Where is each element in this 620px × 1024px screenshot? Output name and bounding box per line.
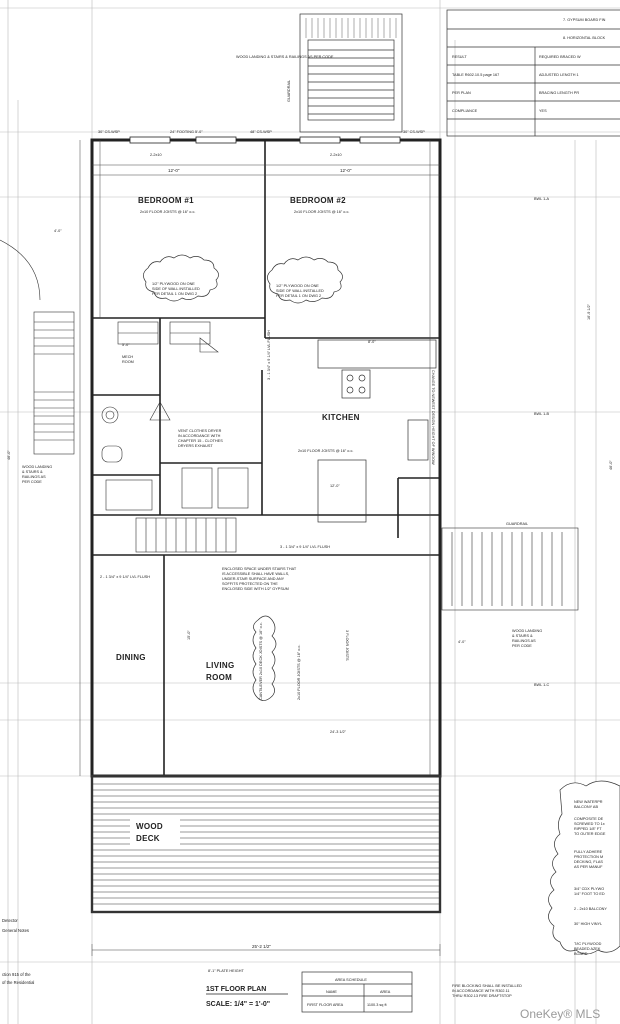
room-dining: DINING xyxy=(116,653,146,662)
area-row-name: FIRST FLOOR AREA xyxy=(307,1003,344,1007)
joist-bedroom-2: 2x10 FLOOR JOISTS @ 16" o.c. xyxy=(294,210,349,214)
table-row-1-right: 7. GYPSUM BOARD FIN xyxy=(563,18,606,22)
lvl-note-3: 2 - 1 3/4" x 9 1/4" LVL FLUSH xyxy=(100,575,150,579)
table-row-5-right: BRACING LENGTH PR xyxy=(539,91,579,95)
lvl-note-2: 3 - 1 3/4" x 9 1/4" LVL FLUSH xyxy=(280,545,330,549)
plan-title: 1ST FLOOR PLAN xyxy=(206,986,266,993)
dim-2-2x10-b: 2-2x10 xyxy=(330,153,342,157)
plate-height: 8'-1" PLATE HEIGHT xyxy=(208,969,244,973)
lvl-note-1: 3 - 1 3/4" x 9 1/4" LVL FLUSH xyxy=(267,330,271,380)
joist-kitchen: 2x10 FLOOR JOISTS @ 16" o.c. xyxy=(298,449,353,453)
residential-note: of the Residential xyxy=(2,980,34,985)
waterproof-note: NEW WATERPR BALCONY AB xyxy=(574,800,604,809)
smoke-note: Detector xyxy=(2,918,18,923)
dim-top-mid: 24" FOOTING 5'-0" xyxy=(170,130,203,134)
landing-top-note: WOOD LANDING & STAIRS & RAILINGS AS PER … xyxy=(236,55,334,59)
joist-living: 2x10 FLOOR JOISTS @ 16" o.c. xyxy=(297,645,301,700)
dim-top-left: 30" CS-WSP xyxy=(98,130,120,134)
dim-46-left: 46'-0" xyxy=(7,450,11,460)
dim-top-right: 48" CS-WSP xyxy=(250,130,272,134)
dim-12-b: 12'-0" xyxy=(340,168,352,173)
table-row-4-left: TABLE R602.10.5 page 167 xyxy=(452,73,499,77)
dim-24-3: 24'-3 1/2" xyxy=(330,730,347,734)
fire-blocking-note: FIRE BLOCKING SHALL BE INSTALLED IN ACCO… xyxy=(452,984,523,998)
bwl-c: BWL 1-C xyxy=(534,683,550,687)
dim-5-0: 5'-0" xyxy=(122,343,130,347)
exterior-walls xyxy=(90,138,442,778)
adhered-note: FULLY ADHERE PROTECTION M DECKING, FLAS … xyxy=(574,850,604,869)
table-row-5-left: PER PLAN xyxy=(452,91,471,95)
joist-bedroom-1: 2x10 FLOOR JOISTS @ 16" o.c. xyxy=(140,210,195,214)
room-living-2: ROOM xyxy=(206,673,232,682)
dim-8-0: 8'-0" xyxy=(368,340,376,344)
guardrail-top: GUARDRAIL xyxy=(287,80,291,102)
floor-joists-note: 3 FLOOR JOISTS xyxy=(345,630,349,661)
room-living: LIVING xyxy=(206,661,234,670)
area-schedule-table xyxy=(301,971,413,1013)
room-kitchen: KITCHEN xyxy=(322,413,360,422)
dim-4-0-left: 4'-0" xyxy=(54,229,62,233)
dim-4-0-right: 4'-0" xyxy=(458,640,466,644)
vinyl-note: 30" HIGH VINYL xyxy=(574,922,602,926)
dim-12-0-kitchen: 12'-0" xyxy=(330,484,340,488)
area-col-area: AREA xyxy=(380,990,391,994)
dim-total-width: 25'-2 1/2" xyxy=(252,944,271,949)
room-bedroom-1: BEDROOM #1 xyxy=(138,196,194,205)
table-row-6-right: YES xyxy=(539,109,547,113)
cloud-bedroom-2 xyxy=(267,256,343,304)
area-row-area: 1100.3 sq ft xyxy=(367,1003,388,1007)
area-schedule-title: AREA SCHEDULE xyxy=(335,978,367,982)
cdx-note: 3/4" CDX PLYWO 1/4" FOOT TO ED xyxy=(574,887,605,896)
ply-bedroom-2: 1/2" PLYWOOD ON ONE SIDE OF WALL INSTALL… xyxy=(276,284,325,298)
table-row-4-right: ADJUSTED LENGTH 1 xyxy=(539,73,579,77)
window-note: CHANGE TO NEWEST DESIGN HEIGHT OF WINDOW xyxy=(431,370,435,465)
cloud-deck-notes xyxy=(548,780,620,955)
plan-scale: SCALE: 1/4" = 1'-0" xyxy=(206,1001,270,1008)
dim-12-a: 12'-0" xyxy=(168,168,180,173)
table-row-3-right: REQUIRED BRACED W xyxy=(539,55,581,59)
right-stairs xyxy=(441,527,579,611)
ply-bedroom-1: 1/2" PLYWOOD ON ONE SIDE OF WALL INSTALL… xyxy=(152,282,201,296)
dim-46-right: 46'-0" xyxy=(609,460,613,470)
table-row-6-left: COMPLIANCE xyxy=(452,109,478,113)
room-mech: MECH xyxy=(122,355,133,359)
watermark-logo: OneKey® MLS xyxy=(520,1007,600,1021)
bracing-table xyxy=(446,9,620,137)
dim-top-far: 30" CS-WSP xyxy=(403,130,425,134)
room-bedroom-2: BEDROOM #2 xyxy=(290,196,346,205)
center-stairs xyxy=(135,517,237,553)
composite-note: COMPOSITE DE SCREWED TO 1x RIPPED 1/8" F… xyxy=(574,817,606,836)
dim-2-2x10-a: 2-2x10 xyxy=(150,153,162,157)
cloud-bedroom-1 xyxy=(143,254,219,302)
room-deck: WOOD xyxy=(136,822,163,831)
bwl-a: BWL 1-A xyxy=(534,197,550,201)
area-col-name: NAME xyxy=(326,990,337,994)
table-row-3-left: RESULT xyxy=(452,55,467,59)
room-deck-2: DECK xyxy=(136,834,160,843)
bwl-b: BWL 1-B xyxy=(534,412,550,416)
left-stairs xyxy=(33,311,75,455)
section-note: ction 915 of the xyxy=(2,972,31,977)
general-note: General Notes xyxy=(2,928,29,933)
cantilever-note: CANTILEVER 2x10 DECK JOISTS @ 16" o.c. xyxy=(259,622,263,700)
landing-left-note: WOOD LANDING & STAIRS & RAILINGS AS PER … xyxy=(22,465,53,484)
room-mech-2: ROOM xyxy=(122,360,134,364)
stair-note: ENCLOSED SPACE UNDER STAIRS THAT IS ACCE… xyxy=(222,567,297,591)
vent-note: VENT CLOTHES DRYER IN ACCORDANCE WITH CH… xyxy=(178,429,224,448)
interior-walls xyxy=(92,140,440,776)
cloud-living xyxy=(252,615,277,701)
beaded-note: T/IC PLYWOOD BEADED AZEK BOARD xyxy=(574,942,602,956)
top-stairs xyxy=(299,13,403,133)
dim-height-right: 16'-9 1/2" xyxy=(587,303,591,320)
landing-right-note: WOOD LANDING & STAIRS & RAILINGS AS PER … xyxy=(512,629,543,648)
balcony-note: 2 - 2x10 BALCONY xyxy=(574,907,607,911)
dim-15-0: 15'-0" xyxy=(187,630,191,640)
guardrail-right: GUARDRAIL xyxy=(506,522,528,526)
table-row-2-right: 8. HORIZONTAL BLOCK xyxy=(563,36,606,40)
